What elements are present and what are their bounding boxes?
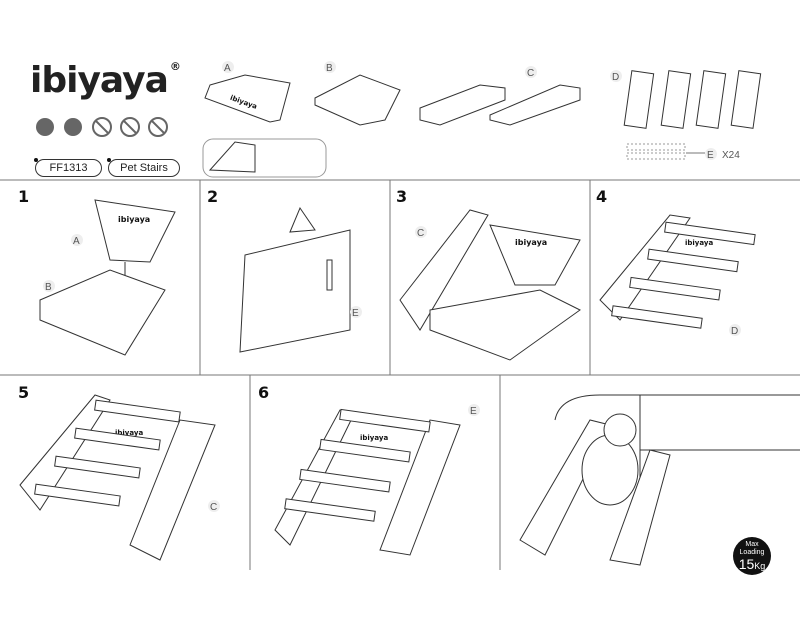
- step-3-part-c: C: [417, 228, 424, 239]
- step-4-part-d: D: [731, 326, 738, 337]
- time-icon: [64, 118, 82, 136]
- part-C: C: [419, 66, 581, 126]
- step-2-number: 2: [207, 187, 218, 206]
- step-3-logo-text: ibiyaya: [515, 238, 547, 247]
- part-e-label: E: [707, 150, 714, 161]
- recycle-icon: [36, 118, 54, 136]
- step-5-part-c: C: [210, 502, 217, 513]
- step-6-part-e: E: [470, 406, 477, 417]
- step-6-logo-text: ibiyaya: [360, 434, 388, 442]
- step-6-number: 6: [258, 383, 269, 402]
- step-1-drawing: ibiyaya A B: [39, 199, 176, 356]
- part-E-screws: E X24: [626, 143, 740, 161]
- part-e-quantity: X24: [722, 150, 740, 161]
- step-2-part-e: E: [352, 308, 359, 319]
- max-loading-unit: Kg: [754, 561, 766, 571]
- max-loading-value: 15Kg: [733, 557, 771, 573]
- brand-logo: ibiyaya®: [30, 60, 181, 101]
- product-code-tag: FF1313: [34, 158, 102, 177]
- care-icons: [36, 117, 168, 137]
- part-A: ibiyaya A: [204, 61, 291, 123]
- max-loading-badge: Max Loading 15Kg: [733, 537, 771, 575]
- no-screwdriver-icon: [120, 117, 140, 137]
- care-instructions-box: [202, 138, 327, 178]
- step-5-drawing: ibiyaya C: [19, 394, 220, 561]
- step-1-part-a: A: [73, 236, 80, 247]
- step-1-part-b: B: [45, 282, 52, 293]
- step-4-number: 4: [596, 187, 607, 206]
- max-loading-line2: Loading: [739, 549, 765, 556]
- part-d-label: D: [612, 72, 619, 83]
- part-a-label: A: [224, 63, 231, 74]
- max-loading-number: 15: [738, 556, 755, 572]
- no-wrench-icon: [148, 117, 168, 137]
- product-name: Pet Stairs: [120, 162, 168, 174]
- brand-name: ibiyaya: [30, 60, 169, 101]
- max-loading-line1: Max: [745, 541, 759, 548]
- sofa-cat-scene: [519, 394, 800, 566]
- step-2-drawing: E: [239, 206, 362, 353]
- product-code: FF1313: [49, 162, 88, 174]
- step-5-logo-text: ibiyaya: [115, 429, 143, 437]
- step-1-logo-text: ibiyaya: [118, 215, 150, 224]
- product-name-tag: Pet Stairs: [107, 158, 180, 177]
- step-4-logo-text: ibiyaya: [685, 239, 713, 247]
- part-D: D: [610, 70, 762, 129]
- no-hammer-icon: [92, 117, 112, 137]
- step-3-number: 3: [396, 187, 407, 206]
- part-c-label: C: [527, 68, 534, 79]
- step-3-drawing: ibiyaya C: [399, 209, 581, 361]
- registered-mark: ®: [169, 60, 181, 73]
- step-4-drawing: ibiyaya D: [599, 214, 756, 337]
- part-b-label: B: [326, 63, 333, 74]
- step-5-number: 5: [18, 383, 29, 402]
- cat-illustration: [581, 434, 639, 506]
- step-6-drawing: ibiyaya E: [274, 404, 480, 556]
- step-1-number: 1: [18, 187, 29, 206]
- part-B: B: [314, 61, 401, 126]
